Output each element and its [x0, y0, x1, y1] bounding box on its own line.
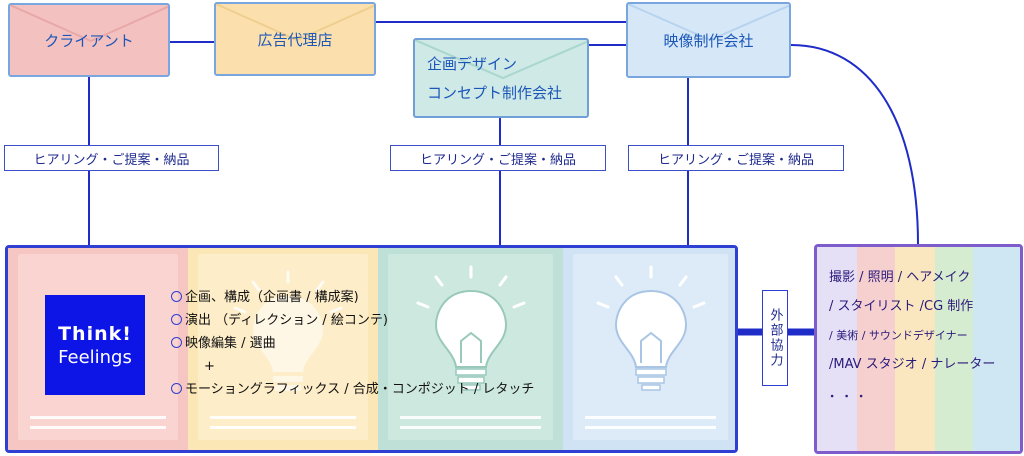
- design-company-label-2: コンセプト制作会社: [427, 84, 563, 102]
- hearing-tag-video: ヒアリング・ご提案・納品: [628, 145, 844, 171]
- agency-box: 広告代理店: [214, 2, 376, 76]
- company-services-box: Think! Feelings 企画、構成（企画書 / 構成案) 演出 （ディレ…: [5, 245, 738, 453]
- connector-video-partners: [790, 44, 919, 245]
- envelope-flap-icon: [415, 40, 587, 80]
- partners-list: 撮影 / 照明 / ヘアメイク / スタイリスト /CG 制作 / 美術 / サ…: [829, 263, 995, 408]
- design-company-box: 企画デザイン コンセプト制作会社: [413, 38, 589, 118]
- hearing-tag-client: ヒアリング・ご提案・納品: [4, 145, 219, 171]
- external-cooperation-label: 外部協力: [762, 290, 788, 386]
- think-feelings-logo: Think! Feelings: [45, 295, 145, 395]
- partners-box: 撮影 / 照明 / ヘアメイク / スタイリスト /CG 制作 / 美術 / サ…: [814, 244, 1023, 454]
- circle-bullet-icon: [171, 291, 182, 302]
- video-production-label: 映像制作会社: [663, 31, 754, 50]
- hearing-tag-design: ヒアリング・ご提案・納品: [390, 145, 606, 171]
- envelope-flap-icon: [216, 4, 374, 42]
- envelope-flap-icon: [10, 5, 168, 43]
- service-item: 企画、構成（企画書 / 構成案): [171, 286, 534, 309]
- circle-bullet-icon: [171, 337, 182, 348]
- design-company-label-1: 企画デザイン: [427, 55, 518, 73]
- partner-item: 撮影 / 照明 / ヘアメイク: [829, 270, 971, 285]
- panel-green: [378, 248, 563, 450]
- service-plus: +: [204, 359, 215, 374]
- service-item: 映像編集 / 選曲: [171, 332, 534, 355]
- circle-bullet-icon: [171, 314, 182, 325]
- lightbulb-icon: [596, 265, 706, 391]
- partner-item: / スタイリスト /CG 制作: [829, 299, 974, 314]
- client-label: クライアント: [44, 31, 134, 50]
- agency-label: 広告代理店: [257, 30, 333, 49]
- lightbulb-icon: [233, 270, 343, 391]
- partner-item: / 美術 / サウンドデザイナー: [829, 329, 968, 342]
- client-box: クライアント: [8, 3, 170, 77]
- circle-bullet-icon: [171, 383, 182, 394]
- services-list: 企画、構成（企画書 / 構成案) 演出 （ディレクション / 絵コンテ) 映像編…: [171, 286, 534, 401]
- service-item: 演出 （ディレクション / 絵コンテ): [171, 309, 534, 332]
- partner-item-more: ．．．: [829, 386, 880, 401]
- video-production-box: 映像制作会社: [626, 2, 791, 78]
- logo-line-2: Feelings: [58, 346, 132, 368]
- service-item: モーショングラフィックス / 合成・コンポジット / レタッチ: [171, 378, 534, 401]
- envelope-flap-icon: [628, 4, 789, 42]
- partner-item: /MAV スタジオ / ナレーター: [829, 357, 996, 372]
- lightbulb-icon: [416, 265, 526, 391]
- logo-line-1: Think!: [58, 322, 132, 345]
